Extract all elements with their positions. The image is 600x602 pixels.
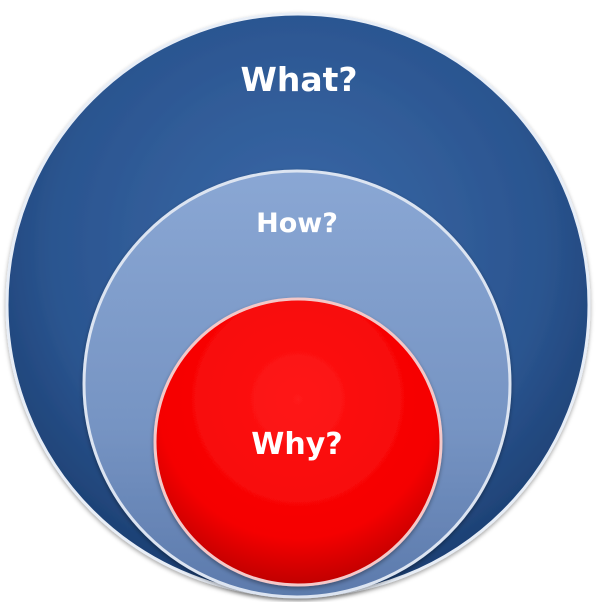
inner-circle-label: Why? [251,427,342,462]
inner-circle-group: Why? [153,297,443,587]
middle-circle-label: How? [256,208,338,239]
inner-circle [153,297,443,587]
outer-circle-label: What? [240,60,357,99]
